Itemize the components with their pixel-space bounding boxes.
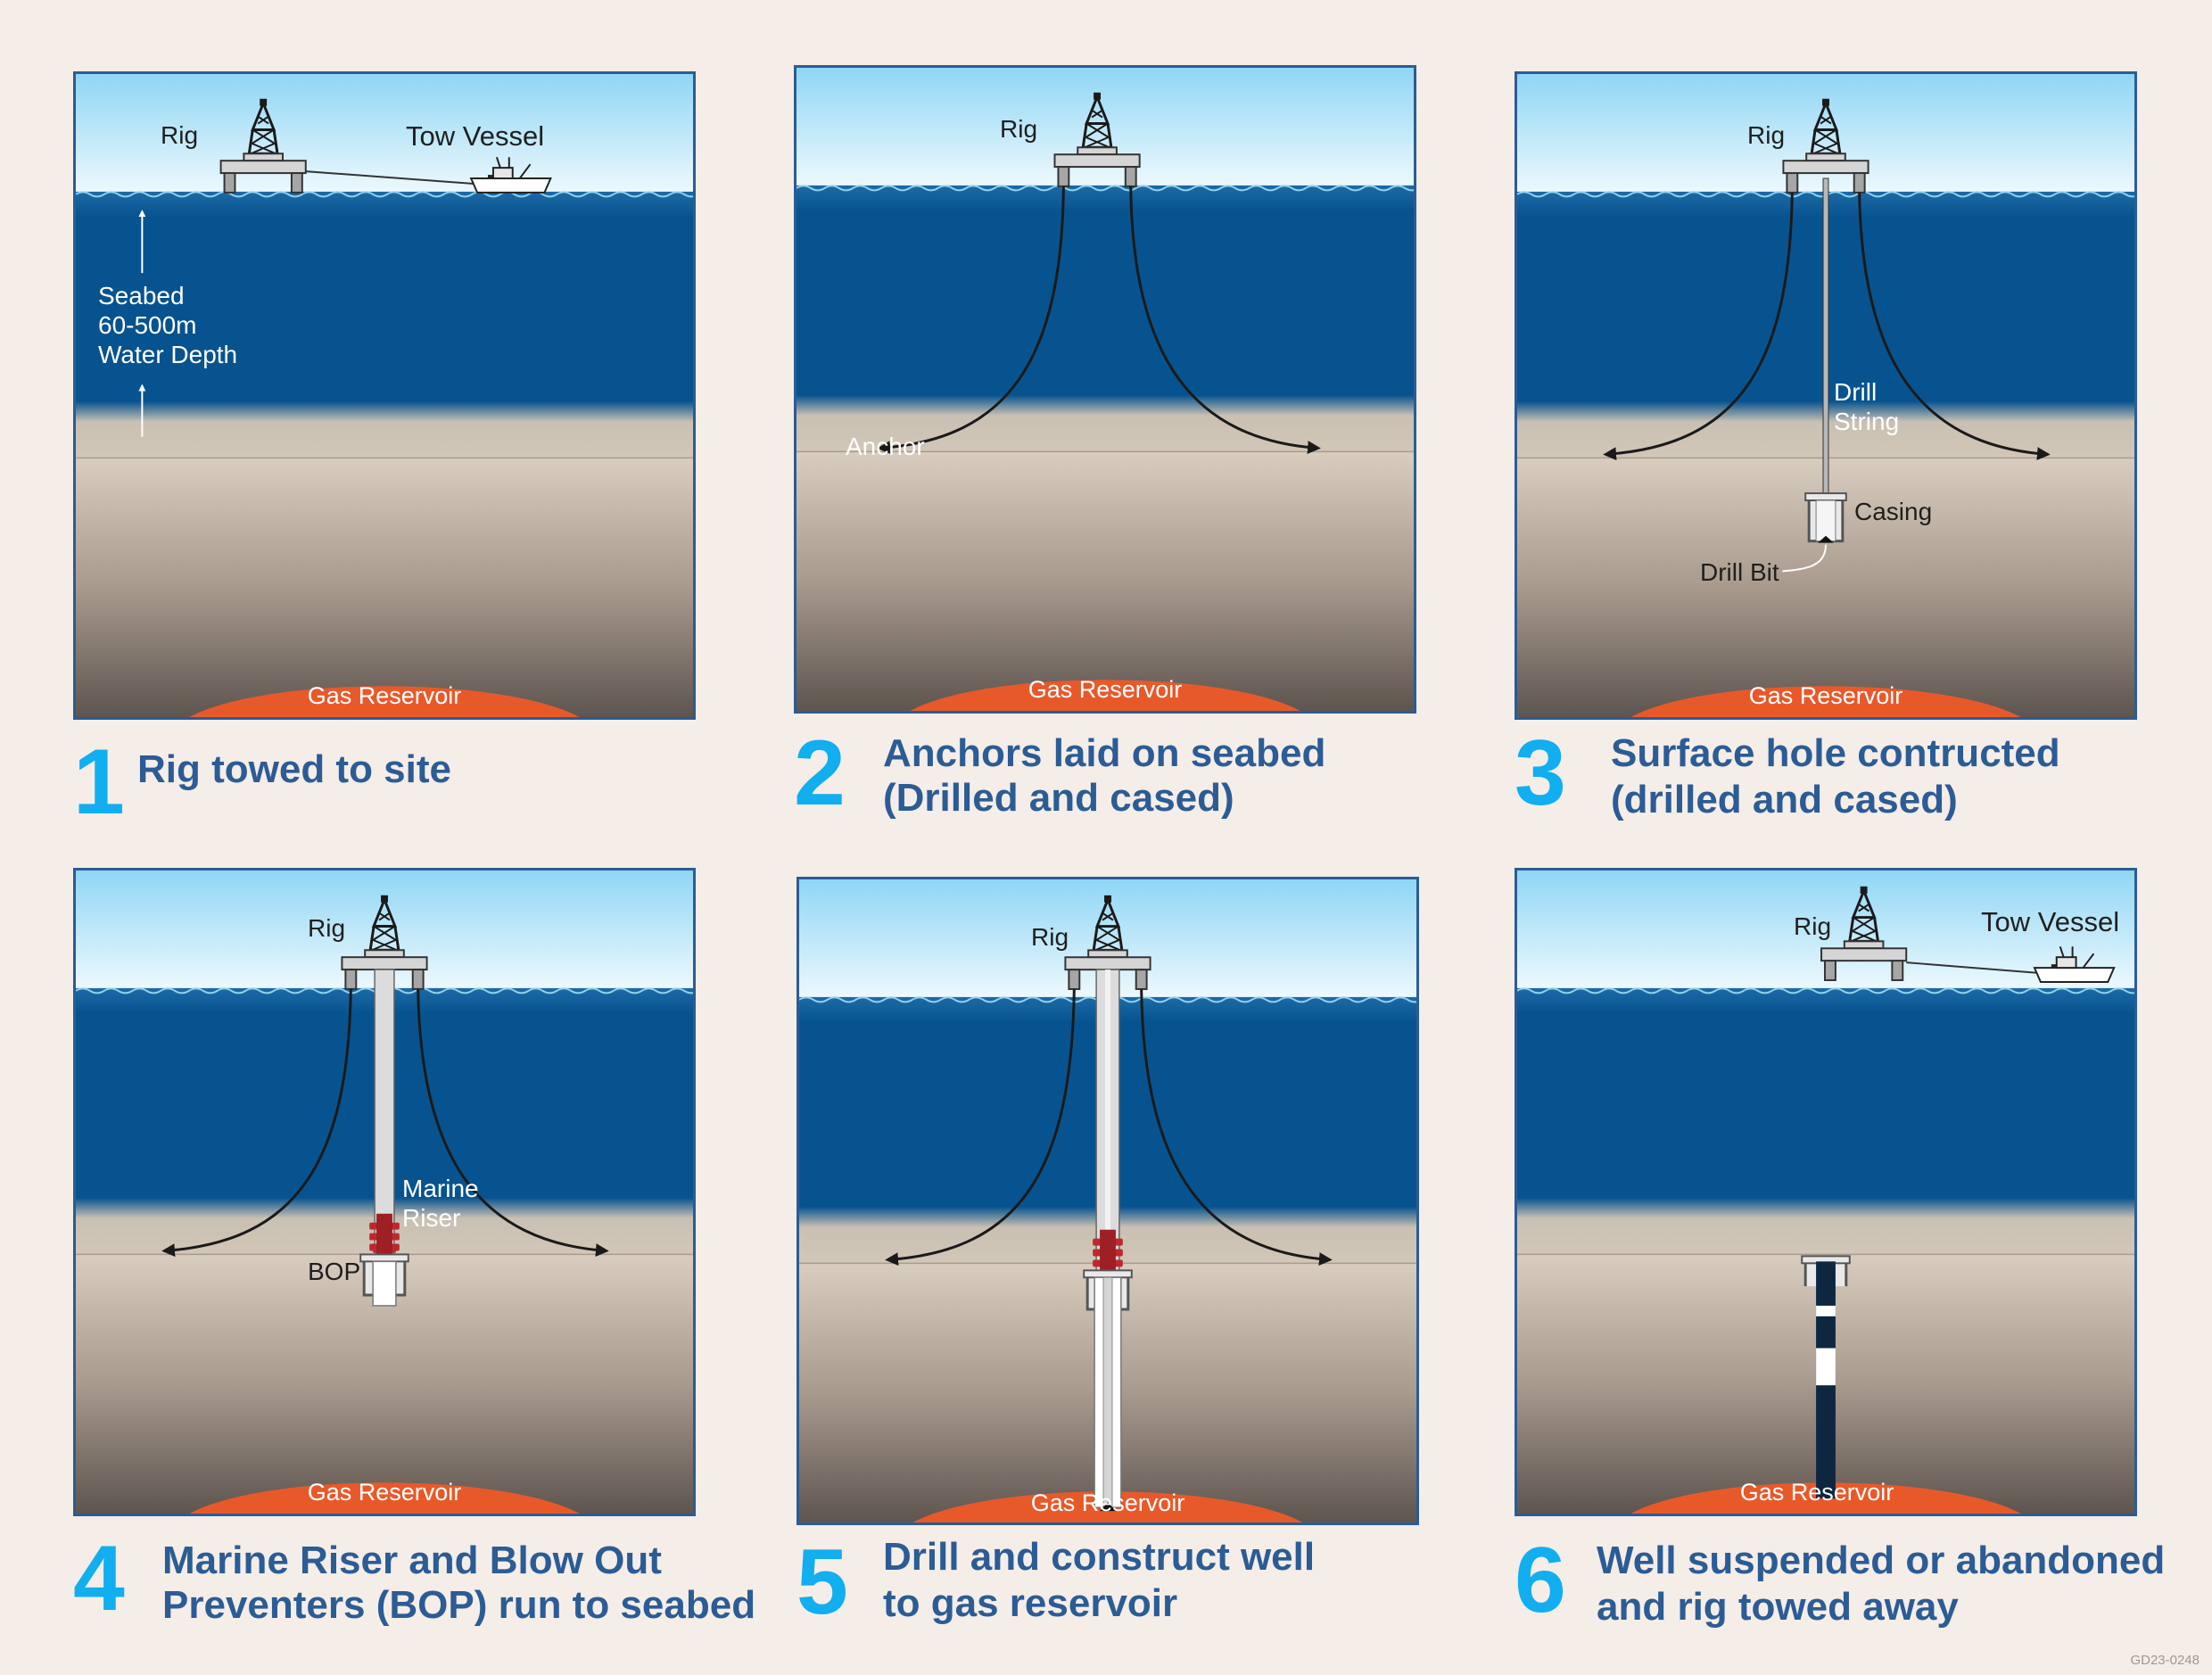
caption-line-2: (drilled and cased): [1611, 778, 1958, 821]
step-number: 6: [1515, 1529, 1566, 1632]
rig-label: Rig: [1031, 923, 1069, 951]
caption-line-2: to gas reservoir: [883, 1581, 1178, 1625]
gas-reservoir-label: Gas Reservoir: [307, 682, 462, 709]
anchor-label: Anchor: [846, 433, 925, 460]
panel-6-scene: [1517, 871, 2134, 1514]
water-depth-label-line-3: Water Depth: [98, 341, 238, 368]
caption-step-1: 1 Rig towed to site: [73, 736, 697, 834]
caption-line-1: Drill and construct well: [883, 1535, 1316, 1579]
document-code: GD23-0248: [2130, 1653, 2200, 1668]
panel-1-scene: [76, 74, 693, 717]
casing-label: Casing: [1854, 498, 1933, 525]
rig-label: Rig: [1747, 121, 1786, 149]
caption-line-1: Marine Riser and Blow Out: [162, 1539, 662, 1582]
panel-step-5: Rig Gas Reservoir: [796, 877, 1419, 1525]
rig-label: Rig: [1794, 912, 1832, 940]
panel-step-3: Rig Drill String Casing Drill Bit Gas Re…: [1515, 71, 2137, 720]
gas-reservoir-label: Gas Reservoir: [307, 1479, 462, 1506]
caption-line-1: Surface hole contructed: [1611, 731, 2060, 775]
caption-step-4: 4 Marine Riser and Blow Out Preventers (…: [73, 1527, 755, 1630]
panel-step-2: Rig Anchor Gas Reservoir: [794, 65, 1416, 714]
step-number: 1: [73, 730, 125, 834]
caption-line-1: Rig towed to site: [137, 747, 451, 791]
rig-label: Rig: [161, 121, 199, 149]
water-depth-label-line-2: 60-500m: [98, 311, 197, 339]
drill-bit-label: Drill Bit: [1700, 558, 1779, 586]
caption-line-2: and rig towed away: [1597, 1585, 1959, 1629]
caption-line-2: (Drilled and cased): [883, 776, 1234, 820]
caption-line-2: Preventers (BOP) run to seabed: [162, 1583, 756, 1627]
step-number: 2: [794, 722, 846, 825]
panel-4-scene: [76, 871, 693, 1514]
marine-riser-label-line-1: Marine: [402, 1175, 479, 1202]
drill-string-label-line-1: Drill: [1834, 378, 1878, 406]
tow-vessel-label: Tow Vessel: [1981, 906, 2120, 937]
caption-line-1: Anchors laid on seabed: [883, 731, 1326, 775]
panel-step-4: Rig Marine Riser BOP Gas Reservoir: [73, 868, 696, 1516]
gas-reservoir-label: Gas Reservoir: [1748, 682, 1903, 709]
step-number: 5: [796, 1531, 848, 1634]
panel-step-1: Rig Tow Vessel Seabed 60-500m Water Dept…: [73, 71, 696, 720]
tow-vessel-label: Tow Vessel: [406, 120, 545, 152]
bop-label: BOP: [308, 1258, 361, 1285]
drill-string-label-line-2: String: [1834, 408, 1900, 435]
step-number: 4: [73, 1527, 125, 1630]
gas-reservoir-label: Gas Reservoir: [1028, 676, 1183, 703]
rig-label: Rig: [308, 914, 346, 942]
panel-3-scene: [1517, 74, 2134, 717]
caption-step-2: 2 Anchors laid on seabed (Drilled and ca…: [794, 727, 1418, 825]
gas-reservoir-label: Gas Reservoir: [1030, 1489, 1185, 1516]
gas-reservoir-label: Gas Reservoir: [1739, 1479, 1894, 1506]
panel-2-scene: [796, 68, 1414, 711]
caption-step-3: 3 Surface hole contructed (drilled and c…: [1515, 727, 2157, 825]
marine-riser-label-line-2: Riser: [402, 1204, 461, 1232]
step-number: 3: [1515, 722, 1566, 825]
rig-label: Rig: [1000, 115, 1038, 143]
panel-5-scene: [799, 879, 1416, 1522]
panel-step-6: Rig Tow Vessel Gas Reservoir: [1515, 868, 2137, 1516]
caption-step-5: 5 Drill and construct well to gas reserv…: [796, 1532, 1421, 1630]
caption-line-1: Well suspended or abandoned: [1597, 1539, 2166, 1582]
water-depth-label-line-1: Seabed: [98, 282, 185, 309]
caption-step-6: 6 Well suspended or abandoned and rig to…: [1515, 1532, 2192, 1630]
